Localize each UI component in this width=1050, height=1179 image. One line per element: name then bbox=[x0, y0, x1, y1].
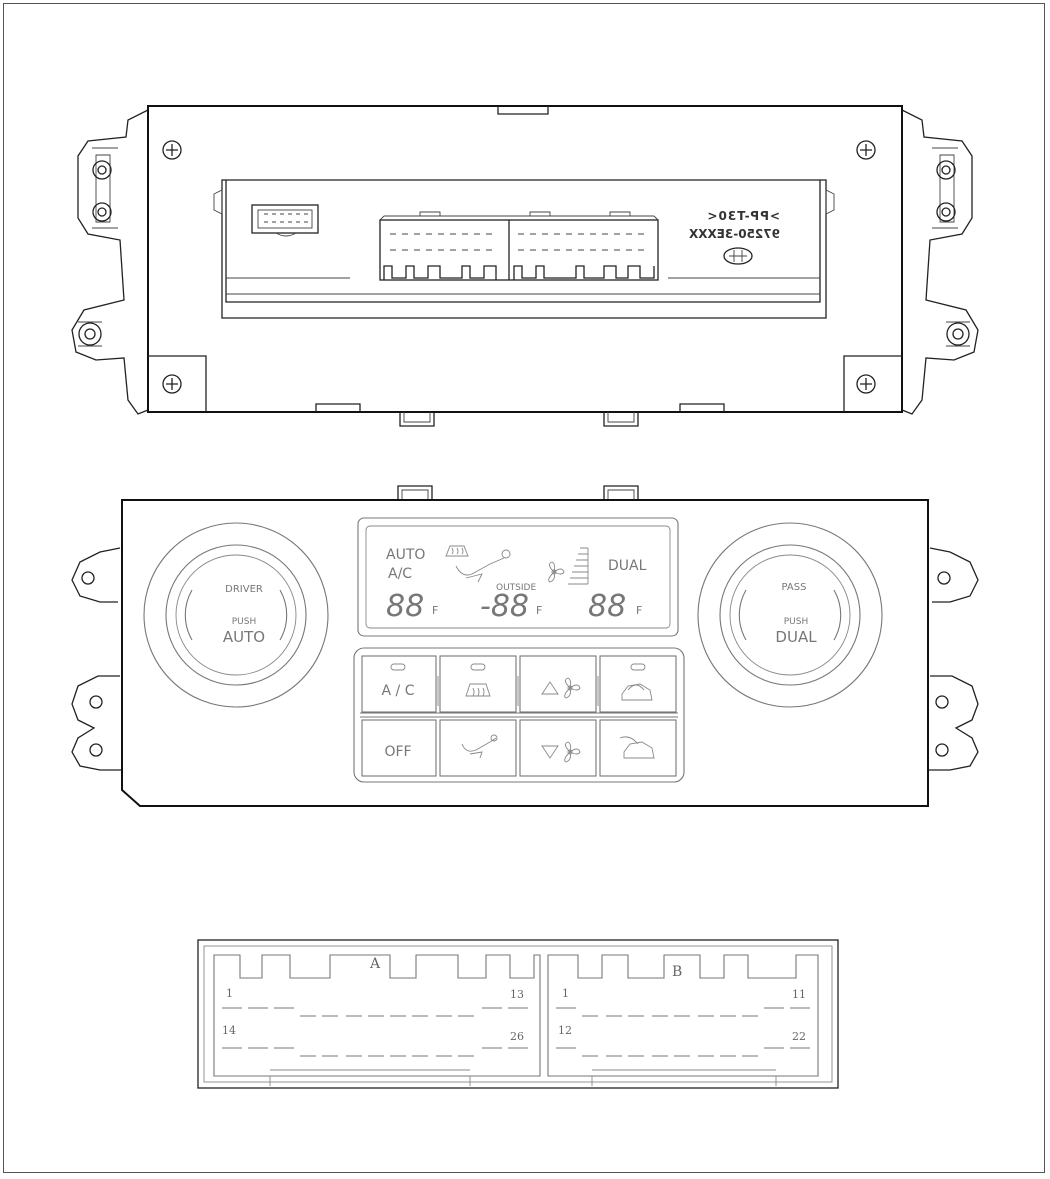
rear-right-bracket bbox=[901, 109, 979, 415]
seated-person-icon bbox=[455, 549, 511, 583]
screw-icon bbox=[856, 140, 876, 160]
pass-dual-label: DUAL bbox=[775, 628, 817, 646]
lcd-unit-right: F bbox=[636, 604, 642, 617]
connector-b-pin-1: 1 bbox=[562, 987, 569, 1000]
off-button[interactable]: OFF bbox=[361, 719, 437, 777]
connector-b-pin-11: 11 bbox=[792, 988, 806, 1001]
up-triangle-icon bbox=[541, 681, 559, 695]
connector-a-pin-13: 13 bbox=[510, 988, 524, 1001]
pass-push-label: PUSH bbox=[784, 617, 809, 627]
seated-person-icon bbox=[461, 734, 498, 759]
screw-icon bbox=[162, 140, 182, 160]
connector-a-label: A bbox=[369, 956, 381, 972]
ac-button-label: A / C bbox=[382, 683, 415, 699]
front-right-bracket bbox=[928, 547, 979, 771]
kia-logo-icon bbox=[723, 247, 753, 265]
connector-a-pin-1: 1 bbox=[226, 987, 233, 1000]
small-connector bbox=[251, 204, 319, 237]
front-defrost-icon bbox=[465, 683, 491, 697]
fresh-air-button[interactable] bbox=[599, 719, 677, 777]
rear-housing bbox=[147, 105, 903, 413]
fan-icon bbox=[564, 741, 581, 763]
connector-a-pins bbox=[222, 1007, 528, 1057]
front-left-bracket bbox=[71, 547, 122, 771]
connector-a-pin-26: 26 bbox=[510, 1030, 524, 1043]
lcd-display: AUTO A/C OUTSIDE DUAL 88 F bbox=[357, 517, 679, 637]
button-panel bbox=[353, 647, 685, 783]
passenger-temp-knob[interactable]: PASS PUSH DUAL bbox=[697, 522, 883, 708]
front-view: DRIVER PUSH AUTO PASS PUSH DUAL AUTO A/C bbox=[71, 485, 979, 807]
part-number: 97250-3EXXX bbox=[688, 227, 780, 241]
rear-view: >PP-T30< 97250-3EXXX bbox=[71, 105, 979, 427]
fan-down-button[interactable] bbox=[519, 719, 597, 777]
defrost-icon bbox=[445, 545, 469, 557]
driver-auto-label: AUTO bbox=[223, 628, 265, 646]
connector-b-pin-12: 12 bbox=[558, 1024, 572, 1037]
connector-a-pin-14: 14 bbox=[222, 1024, 236, 1037]
fan-icon bbox=[564, 677, 581, 699]
fan-up-button[interactable] bbox=[519, 655, 597, 713]
main-connector-rear bbox=[379, 211, 659, 281]
defrost-button[interactable] bbox=[439, 655, 517, 713]
connector-a: A 1 13 14 26 bbox=[213, 954, 541, 1086]
lcd-digits-right: 88 bbox=[588, 589, 626, 624]
screw-icon bbox=[162, 374, 182, 394]
lcd-outside: OUTSIDE bbox=[496, 583, 536, 593]
material-code: >PP-T30< bbox=[706, 209, 780, 223]
figure-frame bbox=[3, 3, 1045, 1173]
recirculation-button[interactable] bbox=[599, 655, 677, 713]
lcd-dual: DUAL bbox=[608, 558, 647, 574]
ac-button[interactable]: A / C bbox=[361, 655, 437, 713]
down-triangle-icon bbox=[541, 745, 559, 759]
lcd-unit-center: F bbox=[536, 604, 542, 617]
mirrored-labels: >PP-T30< 97250-3EXXX bbox=[688, 209, 780, 241]
front-faceplate bbox=[121, 499, 929, 807]
driver-push-label: PUSH bbox=[232, 617, 257, 627]
connector-b-pins bbox=[556, 1007, 810, 1057]
car-recirculation-icon bbox=[621, 683, 653, 701]
driver-label: DRIVER bbox=[225, 584, 263, 595]
rear-backplate bbox=[221, 179, 827, 319]
defrost-indicator-led bbox=[470, 663, 486, 671]
pass-label: PASS bbox=[782, 582, 807, 593]
rear-left-bracket bbox=[71, 109, 149, 415]
lcd-auto: AUTO bbox=[386, 547, 425, 563]
car-fresh-air-icon bbox=[619, 736, 655, 759]
ac-indicator-led bbox=[390, 663, 406, 671]
driver-temp-knob[interactable]: DRIVER PUSH AUTO bbox=[143, 522, 329, 708]
lcd-ac: A/C bbox=[388, 566, 412, 582]
screw-icon bbox=[856, 374, 876, 394]
recirc-indicator-led bbox=[630, 663, 646, 671]
connector-b-label: B bbox=[672, 964, 682, 980]
lcd-digits-left: 88 bbox=[386, 589, 424, 624]
connector-b: B 1 11 12 22 bbox=[547, 954, 819, 1086]
lcd-unit-left: F bbox=[432, 604, 438, 617]
lcd-digits-center: -88 bbox=[480, 589, 529, 624]
connector-pinout bbox=[197, 939, 839, 1089]
off-button-label: OFF bbox=[384, 744, 411, 760]
fan-speed-bars-icon bbox=[568, 547, 589, 585]
fan-icon bbox=[548, 561, 565, 583]
connector-b-pin-22: 22 bbox=[792, 1030, 806, 1043]
mode-button[interactable] bbox=[439, 719, 517, 777]
